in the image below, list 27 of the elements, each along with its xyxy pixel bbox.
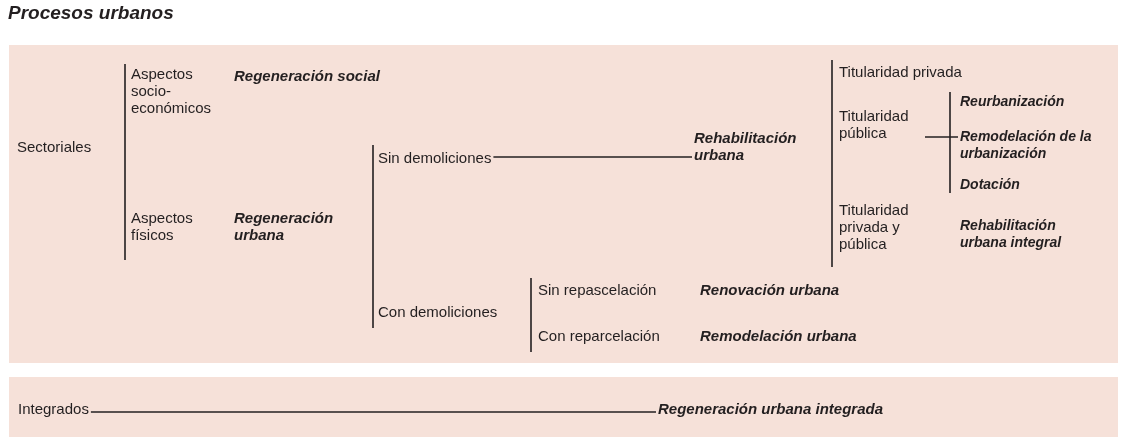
category-label: Aspectos socio-económicos: [129, 64, 229, 117]
term-label: Regeneración social: [232, 66, 382, 85]
category-label: Titularidad pública: [837, 106, 925, 142]
category-label: Aspectos físicos: [129, 208, 229, 244]
category-label: Con reparcelación: [536, 326, 662, 345]
term-label: Remodelación urbana: [698, 326, 859, 345]
term-label: Regeneración urbana: [232, 208, 367, 244]
category-label: Con demoliciones: [376, 302, 500, 321]
category-label: Titularidad privada y pública: [837, 200, 937, 253]
connector-line: [924, 136, 959, 138]
connector-line: [90, 411, 657, 413]
category-label: Sectoriales: [15, 137, 94, 156]
term-label: Reurbanización: [958, 92, 1067, 111]
band-background: [9, 377, 1118, 437]
category-label: Sin demoliciones: [376, 148, 494, 167]
term-label: Rehabilitación urbana: [692, 128, 828, 164]
term-label: Renovación urbana: [698, 280, 842, 299]
term-label: Dotación: [958, 175, 1022, 194]
category-label: Titularidad privada: [837, 62, 964, 81]
term-label: Remodelación de la urbanización: [958, 127, 1113, 163]
diagram-title: Procesos urbanos: [8, 2, 174, 24]
category-label: Integrados: [16, 399, 91, 418]
term-label: Regeneración urbana integrada: [656, 399, 886, 418]
band-background: [9, 45, 1118, 363]
term-label: Rehabilitación urbana integral: [958, 216, 1108, 252]
connector-line: [492, 156, 693, 158]
category-label: Sin repascelación: [536, 280, 659, 299]
